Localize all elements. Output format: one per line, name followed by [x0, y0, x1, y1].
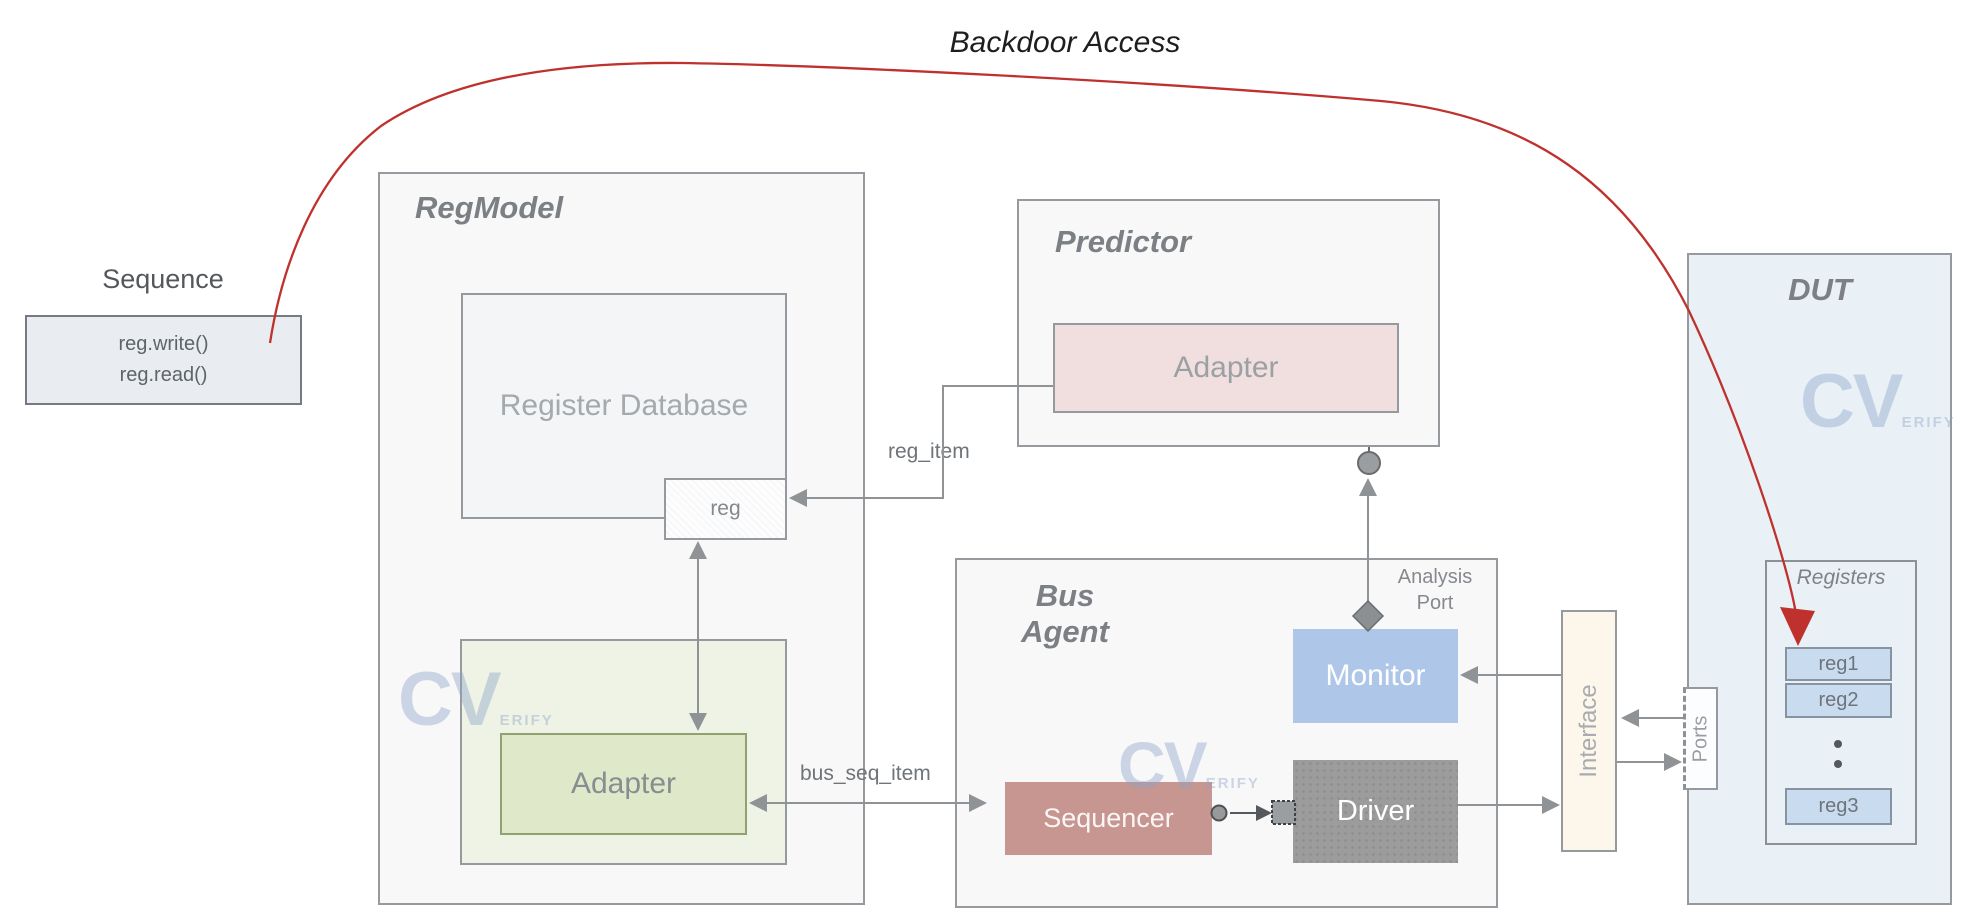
- analysis-port-arrowhead: [1359, 478, 1377, 496]
- sequence-box: reg.write() reg.read(): [25, 315, 302, 405]
- ports-box: Ports: [1683, 687, 1718, 790]
- ports-interface-arrowhead: [1621, 709, 1639, 727]
- reg3-box: reg3: [1785, 788, 1892, 825]
- predictor-adapter-label: Adapter: [1173, 351, 1279, 384]
- regmodel-adapter-label: Adapter: [570, 767, 677, 800]
- reg-item-wire-label: reg_item: [888, 440, 970, 463]
- registers-label: Registers: [1796, 566, 1886, 589]
- interface-box: Interface: [1561, 610, 1617, 852]
- sequence-line-reg-read: reg.read(): [119, 364, 208, 386]
- reg1-label: reg1: [1818, 652, 1859, 675]
- dut-title: DUT: [1788, 272, 1852, 307]
- reg-box: reg: [664, 478, 787, 540]
- bus-seq-item-wire-label: bus_seq_item: [800, 762, 931, 785]
- reg2-box: reg2: [1785, 683, 1892, 718]
- predictor-export-circle: [1357, 451, 1381, 475]
- sequence-label: Sequence: [102, 264, 224, 294]
- reg3-label: reg3: [1818, 795, 1859, 817]
- interface-label: Interface: [1575, 684, 1602, 778]
- sequencer-box: Sequencer: [1005, 782, 1212, 855]
- predictor-title: Predictor: [1055, 224, 1192, 259]
- monitor-box: Monitor: [1293, 629, 1458, 723]
- bus-agent-title: Bus Agent: [1000, 578, 1130, 649]
- reg1-box: reg1: [1785, 647, 1892, 681]
- backdoor-access-title: Backdoor Access: [949, 26, 1181, 59]
- driver-interface-arrowhead: [1542, 796, 1560, 814]
- register-database-label: Register Database: [499, 389, 749, 422]
- monitor-label: Monitor: [1325, 659, 1426, 692]
- driver-label: Driver: [1336, 795, 1415, 827]
- reg-label: reg: [710, 497, 741, 520]
- sequence-line-reg-write: reg.write(): [118, 333, 209, 355]
- sequencer-label: Sequencer: [1043, 803, 1174, 833]
- interface-ports-arrowhead: [1664, 753, 1682, 771]
- analysis-port-line1: Analysis: [1397, 566, 1473, 588]
- bus-agent-title-line1: Bus: [1035, 578, 1095, 613]
- regmodel-title: RegModel: [415, 190, 564, 225]
- registers-box: Registers: [1765, 560, 1917, 845]
- driver-box: Driver: [1293, 760, 1458, 863]
- reg2-label: reg2: [1818, 689, 1859, 711]
- regmodel-adapter-box: Adapter: [500, 733, 747, 835]
- analysis-port-label: Analysis Port: [1385, 564, 1485, 616]
- ports-label: Ports: [1689, 715, 1712, 762]
- analysis-port-line2: Port: [1416, 592, 1454, 614]
- predictor-adapter-box: Adapter: [1053, 323, 1399, 413]
- bus-agent-title-line2: Agent: [1021, 613, 1109, 649]
